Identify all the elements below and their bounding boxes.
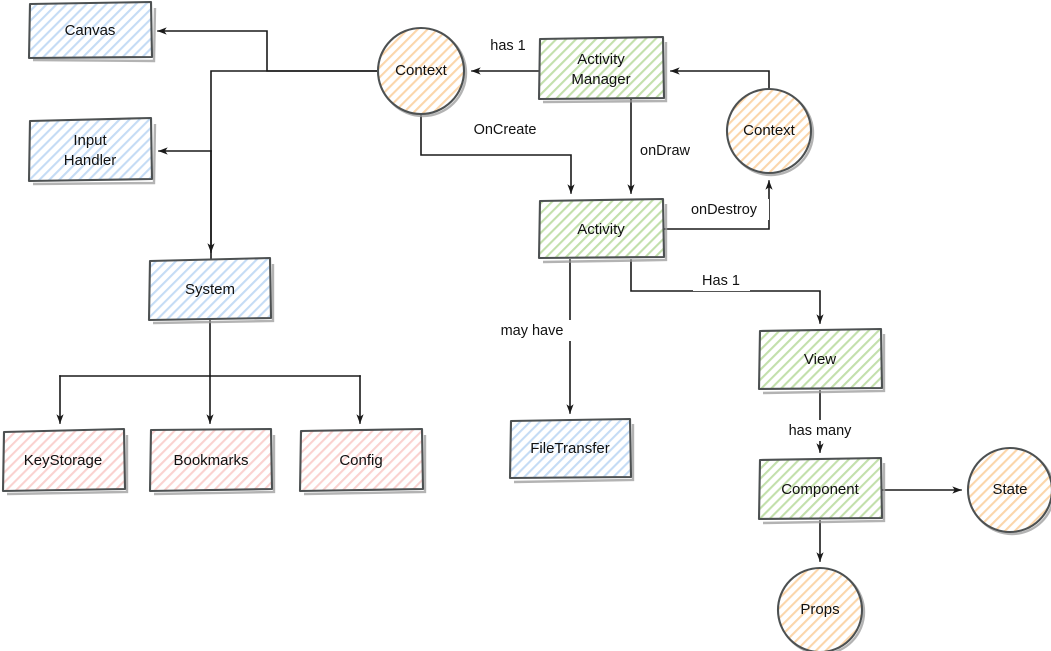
node-component[interactable]: Component (757, 456, 886, 525)
edge-label-ondraw: onDraw (634, 140, 698, 161)
node-view[interactable]: View (757, 327, 886, 395)
node-props[interactable]: Props (776, 566, 866, 651)
edge-label-has-1-view: Has 1 (693, 270, 750, 291)
edge-label-has-many: has many (778, 420, 862, 441)
edge-context-left-to-activity[interactable] (420, 113, 575, 194)
node-activity[interactable]: Activity (537, 197, 668, 264)
node-canvas[interactable]: Canvas (27, 0, 157, 63)
node-filetransfer[interactable]: FileTransfer (508, 417, 635, 484)
edge-label-ondestroy: onDestroy (681, 199, 769, 220)
node-context-right[interactable]: Context (725, 87, 815, 177)
edge-activity-to-view[interactable] (630, 259, 824, 324)
node-system[interactable]: System (147, 256, 275, 325)
edge-label-oncreate: OnCreate (462, 119, 548, 140)
edge-activity-to-context-right[interactable] (662, 180, 773, 230)
node-bookmarks[interactable]: Bookmarks (148, 427, 276, 496)
node-context-left[interactable]: Context (376, 26, 468, 118)
node-state[interactable]: State (966, 446, 1051, 536)
edge-context-left-to-canvas[interactable] (157, 27, 379, 72)
edge-context-right-to-activity-manager[interactable] (670, 67, 770, 90)
edge-system-to-bus[interactable] (59, 320, 361, 377)
edge-context-left-trunk[interactable] (210, 70, 379, 261)
edge-label-may-have: may have (489, 320, 575, 341)
node-keystorage[interactable]: KeyStorage (1, 427, 129, 496)
node-config[interactable]: Config (298, 427, 427, 496)
node-input-handler[interactable]: Input Handler (27, 116, 157, 186)
edge-layer (56, 27, 962, 562)
edge-label-has-1: has 1 (478, 35, 538, 56)
node-activity-manager[interactable]: Activity Manager (537, 35, 668, 104)
